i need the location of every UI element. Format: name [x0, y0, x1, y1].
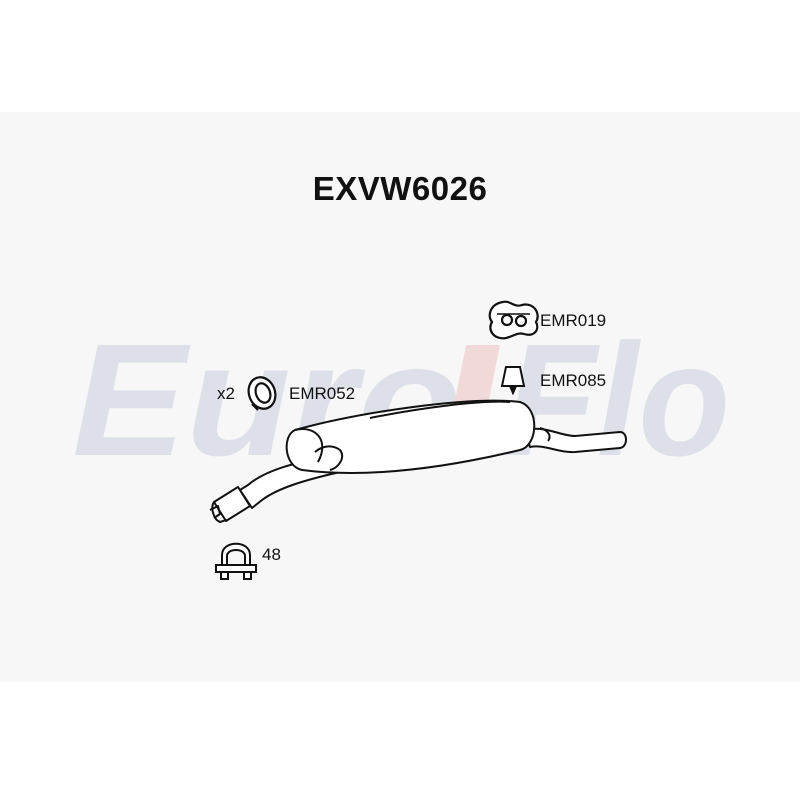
component-label-emr019: EMR019: [540, 311, 607, 330]
component-label-emr085: EMR085: [540, 371, 607, 390]
component-label-48: 48: [262, 545, 281, 564]
u-clamp-icon: [215, 542, 257, 580]
component-quantity-emr052: x2: [217, 384, 235, 403]
mounting-rubber-icon: [500, 366, 526, 396]
diagram-background: [0, 112, 800, 682]
rear-silencer-assembly: [209, 399, 627, 523]
part-number-title: EXVW6026: [312, 170, 488, 207]
component-label-emr052: EMR052: [289, 384, 356, 403]
rubber-hanger-icon: [488, 300, 539, 340]
gasket-ring-icon: [247, 376, 277, 411]
watermark-brand-right: Flo: [505, 310, 730, 489]
